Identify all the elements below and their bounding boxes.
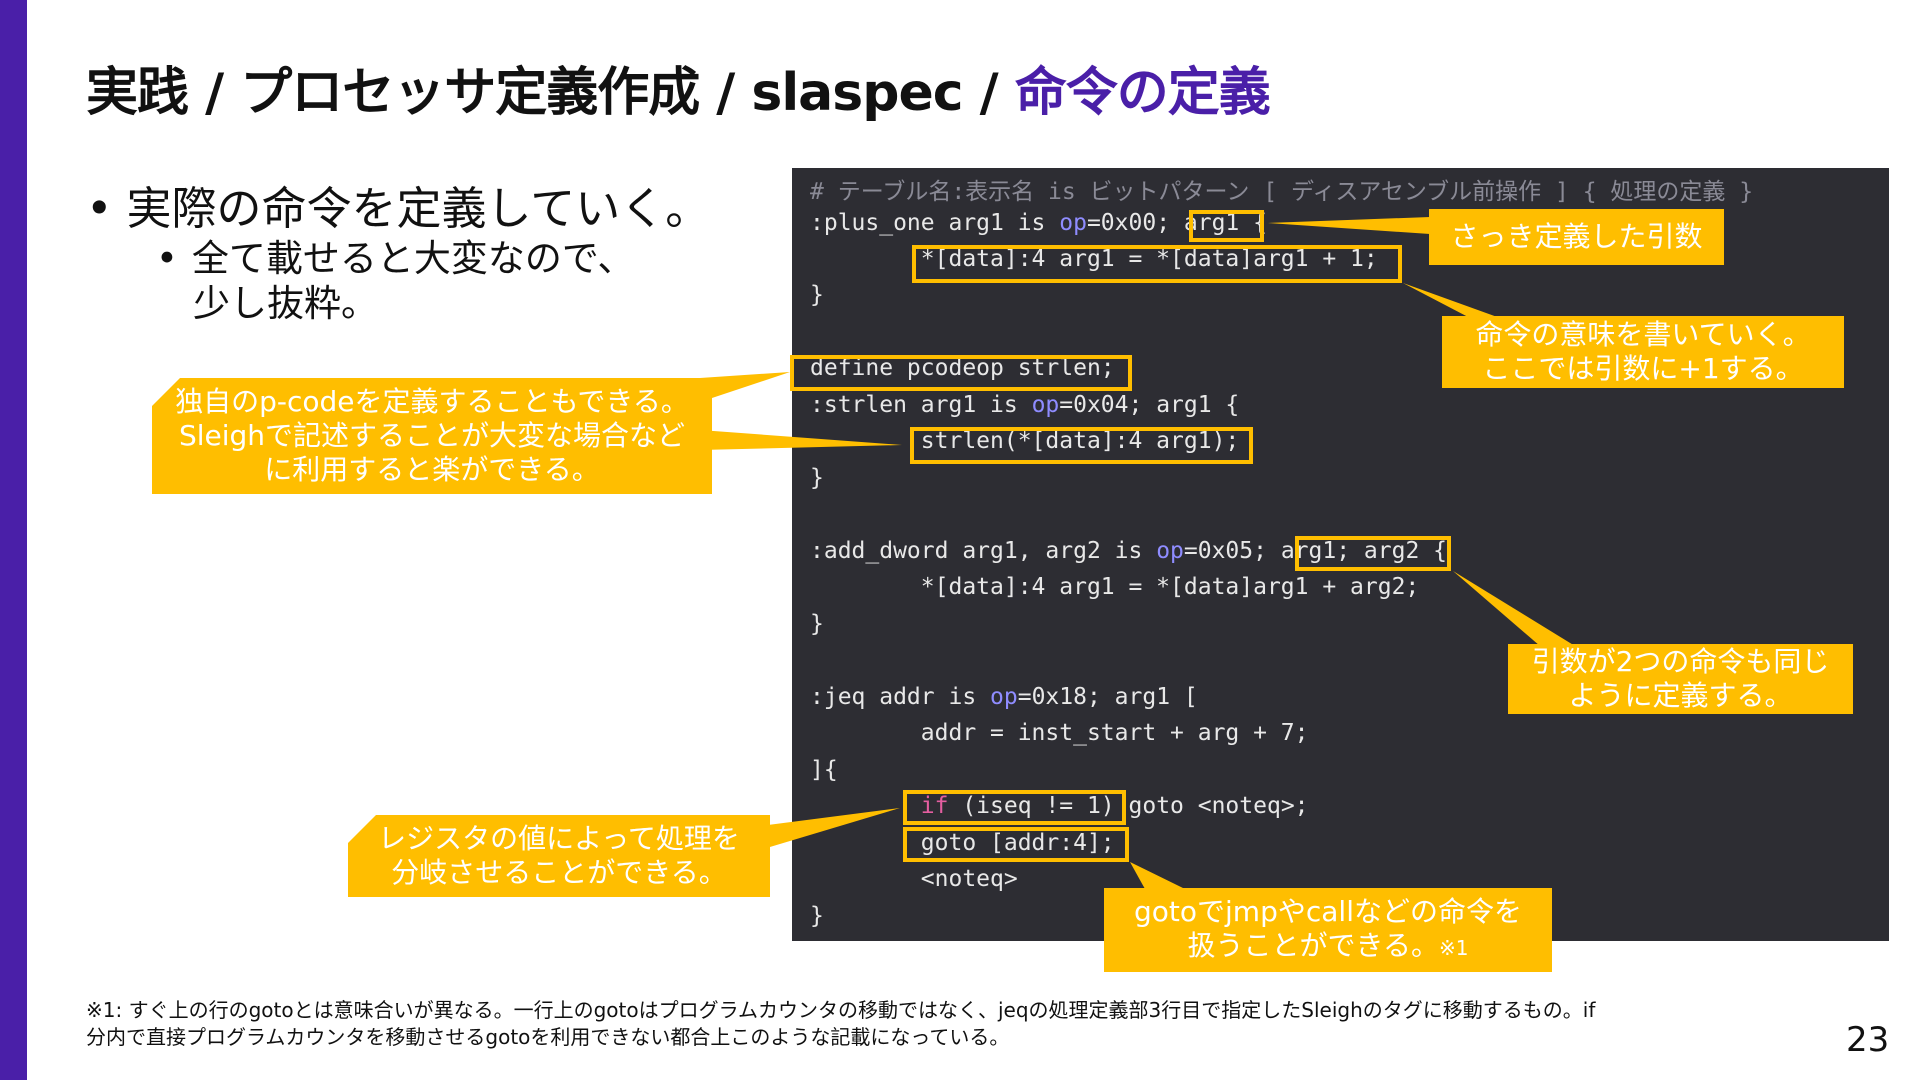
code-line-plus-one: :plus_one arg1 is op=0x00; arg1 { <box>810 210 1267 236</box>
bullet-marker: • <box>86 182 113 235</box>
callout-meaning-line2: ここでは引数に+1する。 <box>1482 352 1804 385</box>
callout-goto: gotoでjmpやcallなどの命令を扱うことができる。※1 <box>1104 888 1552 972</box>
code-text: :add_dword arg1, arg2 is <box>810 538 1157 564</box>
page-number: 23 <box>1846 1020 1890 1060</box>
code-keyword: op <box>1059 210 1087 236</box>
code-text: :jeq addr is <box>810 684 991 710</box>
code-text: =0x04; arg1 { <box>1059 392 1240 418</box>
code-line-close: } <box>810 282 824 308</box>
code-line-strlen: :strlen arg1 is op=0x04; arg1 { <box>810 392 1239 418</box>
callout-register: レジスタの値によって処理を分岐させることができる。 <box>348 815 770 897</box>
code-line-close: } <box>810 465 824 491</box>
slide-title: 実践 / プロセッサ定義作成 / slaspec / 命令の定義 <box>86 50 1271 125</box>
code-keyword: op <box>990 684 1018 710</box>
code-line-close: } <box>810 611 824 637</box>
footnote-line1: ※1: すぐ上の行のgotoとは意味合いが異なる。一行上のgotoはプログラムカ… <box>86 998 1596 1022</box>
code-line-define: define pcodeop strlen; <box>810 355 1115 381</box>
code-line-plus-one-body: *[data]:4 arg1 = *[data]arg1 + 1; <box>810 246 1378 272</box>
callout-arg-text: さっき定義した引数 <box>1450 220 1703 253</box>
footnote-line2: 分内で直接プログラムカウンタを移動させるgotoを利用できない都合上このような記… <box>86 1025 1010 1049</box>
callout-two-args-line2: ように定義する。 <box>1568 679 1793 712</box>
left-accent-bar <box>0 0 27 1080</box>
code-line-jeq: :jeq addr is op=0x18; arg1 [ <box>810 684 1198 710</box>
callout-pcode-line1: 独自のp-codeを定義することもできる。 <box>175 385 689 418</box>
bullet-level1: •実際の命令を定義していく。 <box>86 172 710 237</box>
highlight-strlen-call <box>910 427 1253 464</box>
code-block: # テーブル名:表示名 is ビットパターン [ ディスアセンブル前操作 ] {… <box>792 168 1889 941</box>
code-line-jeq-body: addr = inst_start + arg + 7; <box>810 720 1309 746</box>
title-accent: 命令の定義 <box>1014 63 1271 123</box>
highlight-if-condition <box>903 790 1126 825</box>
bullet-level2-line1: 全て載せると大変なので、 <box>191 237 635 280</box>
callout-meaning-line1: 命令の意味を書いていく。 <box>1475 318 1811 351</box>
pointer-register <box>760 808 900 850</box>
title-prefix: 実践 / プロセッサ定義作成 / slaspec / <box>86 63 1015 123</box>
code-text: =0x00; arg1 { <box>1086 210 1267 236</box>
code-text: =0x18; arg1 [ <box>1017 684 1198 710</box>
footnote: ※1: すぐ上の行のgotoとは意味合いが異なる。一行上のgotoはプログラムカ… <box>86 997 1766 1051</box>
pointer-pcode-strlen <box>700 430 902 450</box>
bullet-level1-text: 実際の命令を定義していく。 <box>126 182 711 235</box>
callout-pcode-line3: に利用すると楽ができる。 <box>264 453 600 486</box>
pointer-two-args <box>1453 571 1575 646</box>
pointer-meaning <box>1403 283 1500 318</box>
code-text: :plus_one arg1 is <box>810 210 1060 236</box>
code-line-if: if (iseq != 1) goto <noteq>; <box>810 793 1309 819</box>
highlight-goto-addr <box>903 827 1129 862</box>
highlight-plus-one-body <box>912 245 1402 283</box>
code-line-jeq-open: ]{ <box>810 757 838 783</box>
code-line-add-dword: :add_dword arg1, arg2 is op=0x05; arg1; … <box>810 538 1447 564</box>
bullet-marker: • <box>156 237 178 280</box>
callout-two-args: 引数が2つの命令も同じように定義する。 <box>1508 644 1853 714</box>
callout-goto-line1: gotoでjmpやcallなどの命令を <box>1134 895 1522 928</box>
callout-pcode-line2: Sleighで記述することが大変な場合など <box>178 419 686 452</box>
code-keyword: op <box>1156 538 1184 564</box>
callout-register-line2: 分岐させることができる。 <box>391 856 727 889</box>
code-keyword-if: if <box>920 793 949 819</box>
code-text: (iseq != 1) goto <noteq>; <box>948 793 1309 819</box>
callout-goto-line2: 扱うことができる。※1 <box>1104 929 1552 965</box>
callout-arg: さっき定義した引数 <box>1429 209 1724 265</box>
code-line-goto: goto [addr:4]; <box>810 830 1115 856</box>
code-line-noteq: <noteq> <box>810 866 1018 892</box>
highlight-arg1 <box>1189 210 1264 242</box>
pointer-goto <box>1130 862 1185 889</box>
pointer-pcode <box>700 372 790 402</box>
callout-goto-note: ※1 <box>1438 936 1469 960</box>
callout-meaning: 命令の意味を書いていく。ここでは引数に+1する。 <box>1442 316 1844 388</box>
bullet-level2: • 全て載せると大変なので、少し抜粋。 <box>156 236 634 326</box>
callout-two-args-line1: 引数が2つの命令も同じ <box>1531 645 1830 678</box>
code-text: =0x05; arg1; arg2 { <box>1183 538 1447 564</box>
pointer-arg <box>1268 217 1430 234</box>
code-line-add-dword-body: *[data]:4 arg1 = *[data]arg1 + arg2; <box>810 574 1420 600</box>
callout-register-line1: レジスタの値によって処理を <box>378 822 740 855</box>
code-keyword: op <box>1031 392 1060 418</box>
code-line-close: } <box>810 903 824 929</box>
code-comment-line: # テーブル名:表示名 is ビットパターン [ ディスアセンブル前操作 ] {… <box>810 179 1754 205</box>
highlight-define-pcodeop <box>790 355 1132 391</box>
callout-goto-line2-text: 扱うことができる。 <box>1187 929 1439 962</box>
highlight-arg1-arg2 <box>1295 536 1451 571</box>
code-line-strlen-body: strlen(*[data]:4 arg1); <box>810 428 1240 454</box>
code-text: :strlen arg1 is <box>810 392 1032 418</box>
bullet-level2-line2: 少し抜粋。 <box>193 282 378 325</box>
callout-pcode: 独自のp-codeを定義することもできる。Sleighで記述することが大変な場合… <box>152 378 712 494</box>
